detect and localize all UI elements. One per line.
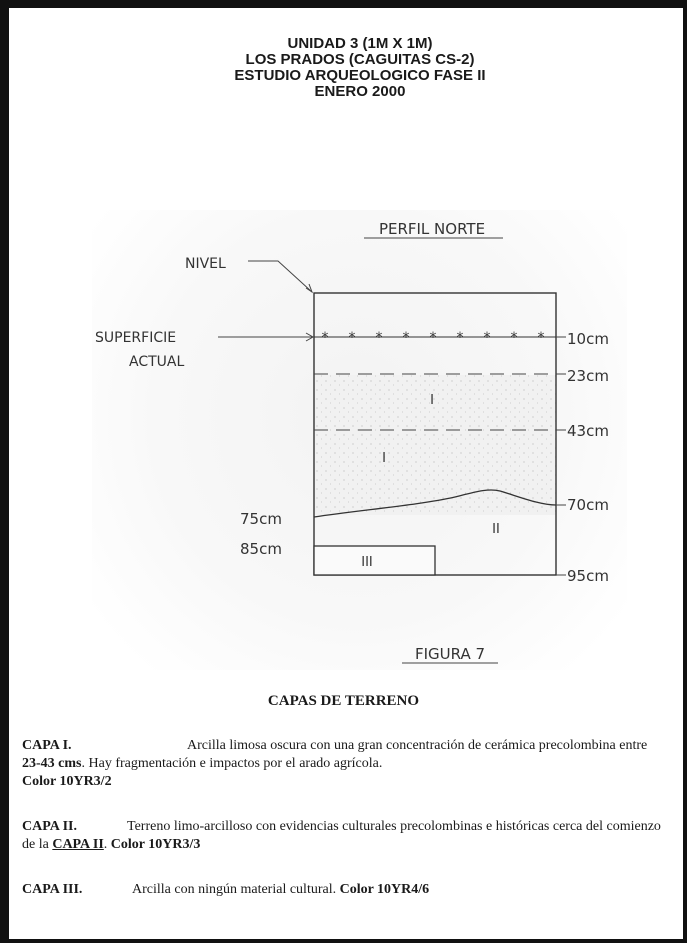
document-header: UNIDAD 3 (1M X 1M) LOS PRADOS (CAGUITAS … (120, 36, 600, 100)
capa-2-color: Color 10YR3/3 (110, 837, 201, 852)
depth-label-85cm: 85cm (240, 540, 282, 558)
figure-caption: FIGURA 7 (415, 645, 485, 663)
page-border-top (0, 0, 687, 8)
nivel-leader (248, 260, 313, 293)
depth-label-43cm: 43cm (567, 422, 609, 440)
svg-text:*: * (538, 330, 545, 346)
page-border-right (683, 0, 687, 943)
capa-2-text-a: Terreno limo-arcilloso con evidencias cu… (22, 819, 661, 852)
capa-1-label: CAPA I. (22, 738, 72, 753)
capa-1-text-a: Arcilla limosa oscura con una gran conce… (187, 738, 648, 753)
svg-text:*: * (430, 330, 437, 346)
surface-asterisks: * * * * * * * * * (322, 330, 545, 346)
header-line-1: UNIDAD 3 (1M X 1M) (287, 35, 433, 52)
page-border-bottom (0, 939, 687, 943)
profile-title: PERFIL NORTE (379, 220, 485, 238)
depth-label-70cm: 70cm (567, 496, 609, 514)
capa-2-paragraph: CAPA II.Terreno limo-arcilloso con evide… (22, 818, 662, 854)
depth-label-75cm: 75cm (240, 510, 282, 528)
layer-label-ii: II (492, 522, 500, 537)
svg-text:*: * (403, 330, 410, 346)
capa-1-text-b: . Hay fragmentación e impactos por el ar… (81, 756, 383, 771)
superficie-arrowhead (305, 332, 315, 342)
svg-text:*: * (322, 330, 329, 346)
layer-label-i-lower: I (382, 451, 386, 466)
nivel-label: NIVEL (185, 256, 226, 272)
header-line-2: LOS PRADOS (CAGUITAS CS-2) (245, 51, 475, 68)
layer-label-i-upper: I (430, 393, 434, 408)
capa-1-paragraph: CAPA I. Arcilla limosa oscura con una gra… (22, 737, 662, 791)
capa-1-range: 23-43 cms (22, 756, 82, 771)
capa-3-color: Color 10YR4/6 (339, 882, 430, 897)
layer-i-fill (315, 375, 556, 515)
svg-text:*: * (457, 330, 464, 346)
capa-2-label: CAPA II. (22, 819, 77, 834)
header-line-4: ENERO 2000 (314, 83, 406, 100)
right-depth-ticks (556, 336, 566, 576)
capa-1-color: Color 10YR3/2 (22, 774, 112, 789)
svg-text:*: * (349, 330, 356, 346)
svg-text:*: * (484, 330, 491, 346)
superficie-label-1: SUPERFICIE (95, 330, 176, 346)
boundary-layer-ii (313, 489, 557, 518)
capa-2-ref: CAPA II (52, 837, 104, 852)
depth-label-23cm: 23cm (567, 367, 609, 385)
page-border-left (0, 0, 9, 943)
capa-3-text-a: Arcilla con ningún material cultural. (132, 882, 340, 897)
svg-text:*: * (511, 330, 518, 346)
nivel-arrowhead (305, 283, 314, 294)
depth-label-95cm: 95cm (567, 567, 609, 585)
layer-iii-box (313, 545, 436, 576)
capa-3-label: CAPA III. (22, 882, 83, 897)
capa-3-paragraph: CAPA III. Arcilla con ningún material cul… (22, 881, 662, 899)
superficie-label-2: ACTUAL (129, 354, 184, 370)
header-line-3: ESTUDIO ARQUEOLOGICO FASE II (234, 67, 486, 84)
capa-2-text-b: . (103, 837, 111, 852)
layer-label-iii: III (361, 555, 373, 570)
depth-label-10cm: 10cm (567, 330, 609, 348)
capas-title: CAPAS DE TERRENO (267, 693, 420, 709)
svg-text:*: * (376, 330, 383, 346)
